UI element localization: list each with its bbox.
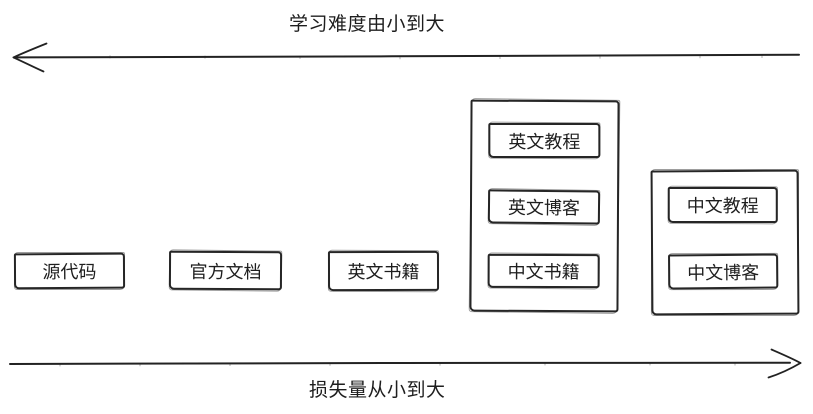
node-english-tutorials-label: 英文教程: [508, 131, 581, 152]
node-chinese-tutorials-label: 中文教程: [686, 195, 759, 217]
node-english-blogs-label: 英文博客: [507, 197, 581, 219]
node-english-books-label: 英文书籍: [347, 261, 420, 283]
node-chinese-books-label: 中文书籍: [507, 261, 580, 283]
node-chinese-blogs: 中文博客: [668, 253, 779, 290]
node-chinese-books: 中文书籍: [487, 253, 600, 289]
node-chinese-tutorials: 中文教程: [667, 186, 778, 224]
node-english-tutorials: 英文教程: [488, 122, 601, 159]
bottom-axis-label: 损失量从小到大: [309, 380, 446, 401]
node-source-code: 源代码: [13, 252, 126, 290]
left-arrow: [12, 42, 800, 73]
group-box-english-mixed: 英文教程 英文博客 中文书籍: [469, 99, 620, 313]
node-english-blogs: 英文博客: [487, 189, 601, 225]
node-english-books: 英文书籍: [327, 250, 440, 292]
node-official-docs: 官方文档: [168, 250, 283, 291]
right-arrow: [9, 348, 802, 379]
group-box-chinese: 中文教程 中文博客: [650, 169, 800, 316]
top-axis-label: 学习难度由小到大: [289, 14, 446, 35]
node-source-code-label: 源代码: [42, 261, 97, 283]
node-chinese-blogs-label: 中文博客: [687, 262, 760, 283]
node-official-docs-label: 官方文档: [189, 261, 262, 282]
